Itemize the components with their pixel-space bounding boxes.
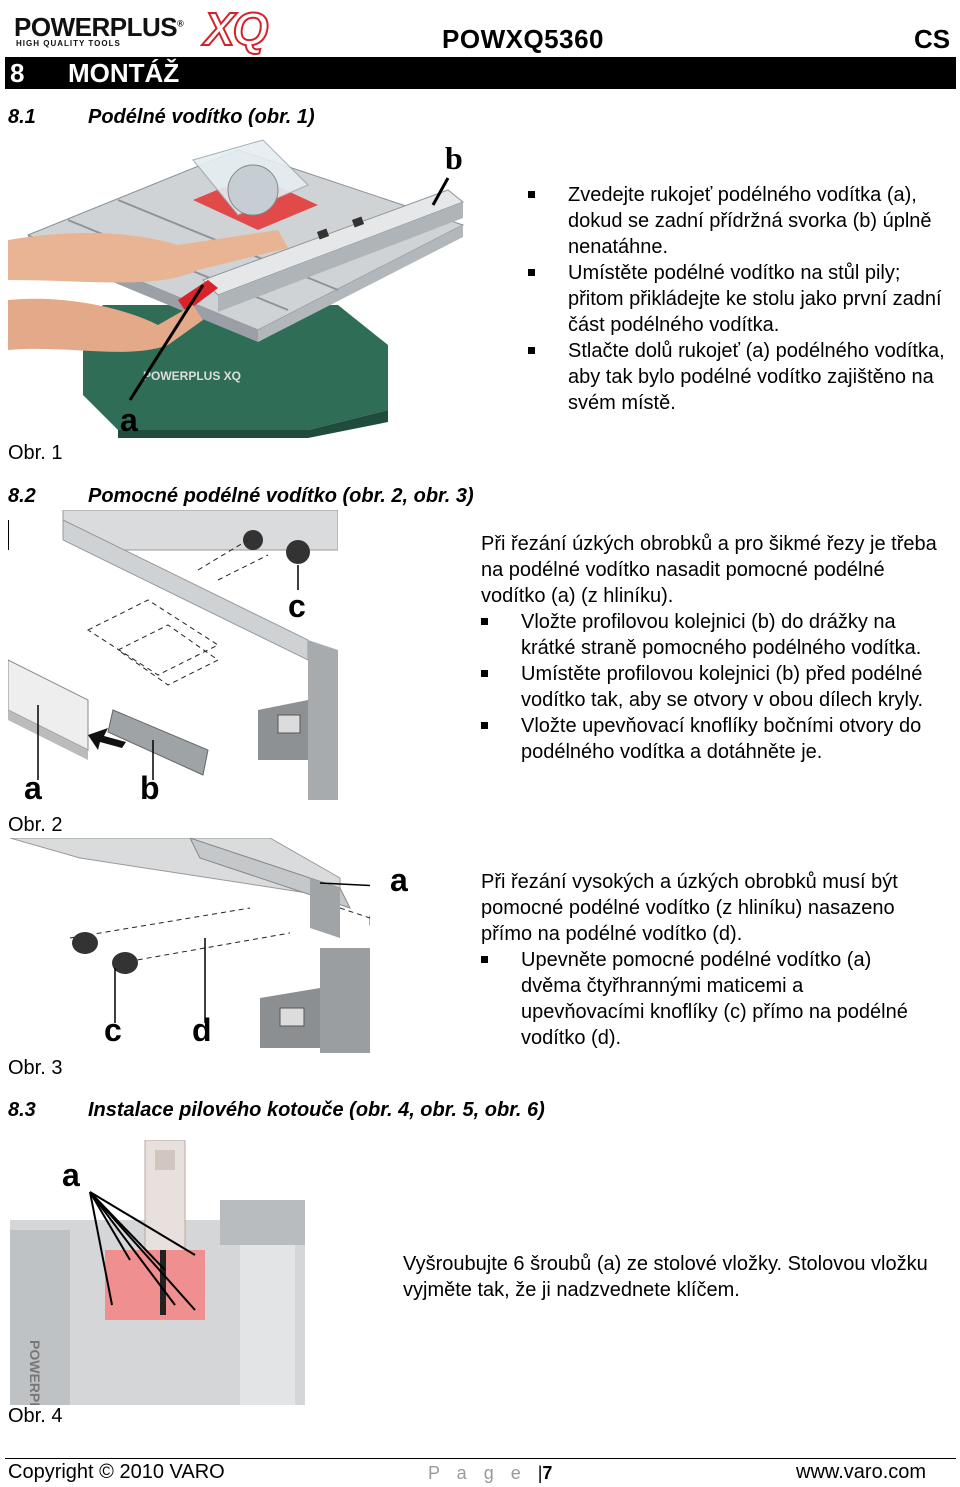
footer-url[interactable]: www.varo.com <box>796 1461 927 1483</box>
section-number: 8 <box>10 58 25 88</box>
language-code: CS <box>914 24 951 54</box>
figure-1-caption: Obr. 1 <box>8 442 63 464</box>
subsection-heading-8-2: 8.2 Pomocné podélné vodítko (obr. 2, obr.… <box>8 485 474 508</box>
instructions-8-1: Zvedejte rukojeť podélného vodítka (a), … <box>528 182 953 416</box>
footer-divider <box>5 1458 956 1459</box>
brand-logo: POWERPLUS® HIGH QUALITY TOOLS XQ <box>12 2 282 56</box>
footer-copyright: Copyright © 2010 VARO <box>8 1461 225 1483</box>
logo-brand-text: POWERPLUS® <box>14 12 184 42</box>
instruction-item: Vložte profilovou kolejnici (b) do drážk… <box>481 609 951 661</box>
figure-3-label-c: c <box>104 1012 122 1048</box>
page-word: P a g e <box>428 1463 527 1483</box>
section-bar <box>5 57 956 89</box>
saw-side-brand: POWERPLUS <box>27 1340 43 1405</box>
section-title: MONTÁŽ <box>68 58 180 88</box>
instruction-item: Stlačte dolů rukojeť (a) podélného vodít… <box>528 338 953 416</box>
subsection-title: Pomocné podélné vodítko (obr. 2, obr. 3) <box>88 485 474 507</box>
subsection-heading-8-1: 8.1 Podélné vodítko (obr. 1) <box>8 106 315 129</box>
figure-4-caption: Obr. 4 <box>8 1405 63 1427</box>
subsection-number: 8.2 <box>8 485 36 507</box>
instructions-8-2a: Při řezání úzkých obrobků a pro šikmé ře… <box>481 531 951 765</box>
figure-3-caption: Obr. 3 <box>8 1057 63 1079</box>
logo-tagline: HIGH QUALITY TOOLS <box>16 39 121 48</box>
figure-2-auxiliary-fence <box>8 510 338 800</box>
figure-1-table-saw: POWERPLUS XQ <box>8 139 465 438</box>
figure-2-caption: Obr. 2 <box>8 814 63 836</box>
instruction-item: Umístěte podélné vodítko na stůl pily; p… <box>528 260 953 338</box>
figure-1-label-a: a <box>120 402 138 438</box>
instruction-item: Umístěte profilovou kolejnici (b) před p… <box>481 661 951 713</box>
model-number: POWXQ5360 <box>442 24 605 54</box>
subsection-heading-8-3: 8.3 Instalace pilového kotouče (obr. 4, o… <box>8 1099 545 1122</box>
subsection-title: Instalace pilového kotouče (obr. 4, obr.… <box>88 1099 545 1121</box>
instruction-item: Zvedejte rukojeť podélného vodítka (a), … <box>528 182 953 260</box>
intro-paragraph: Při řezání úzkých obrobků a pro šikmé ře… <box>481 533 937 607</box>
figure-2-label-a: a <box>24 770 42 806</box>
page-separator: | <box>537 1463 543 1483</box>
instruction-item: Upevněte pomocné podélné vodítko (a) dvě… <box>481 947 921 1051</box>
saw-brand-mark: POWERPLUS XQ <box>143 369 241 383</box>
figure-1-label-b: b <box>445 140 463 176</box>
figure-4-table-insert: POWERPLUS <box>10 1140 305 1405</box>
figure-3-label-a: a <box>390 862 408 898</box>
instructions-8-2b: Při řezání vysokých a úzkých obrobků mus… <box>481 869 921 1051</box>
figure-3-fence-mounting <box>10 838 370 1053</box>
figure-2-label-c: c <box>288 588 306 624</box>
figure-2-label-b: b <box>140 770 160 806</box>
instructions-8-3: Vyšroubujte 6 šroubů (a) ze stolové vlož… <box>403 1253 928 1301</box>
footer-page: P a g e |7 <box>428 1463 552 1484</box>
subsection-number: 8.3 <box>8 1099 36 1121</box>
subsection-title: Podélné vodítko (obr. 1) <box>88 106 315 128</box>
figure-3-label-d: d <box>192 1012 212 1048</box>
page-number: 7 <box>542 1463 553 1483</box>
subsection-number: 8.1 <box>8 106 36 128</box>
figure-4-label-a: a <box>62 1157 80 1193</box>
logo-xq: XQ <box>203 2 269 56</box>
instruction-item: Vložte upevňovací knoflíky bočními otvor… <box>481 713 951 765</box>
intro-paragraph: Při řezání vysokých a úzkých obrobků mus… <box>481 871 898 945</box>
